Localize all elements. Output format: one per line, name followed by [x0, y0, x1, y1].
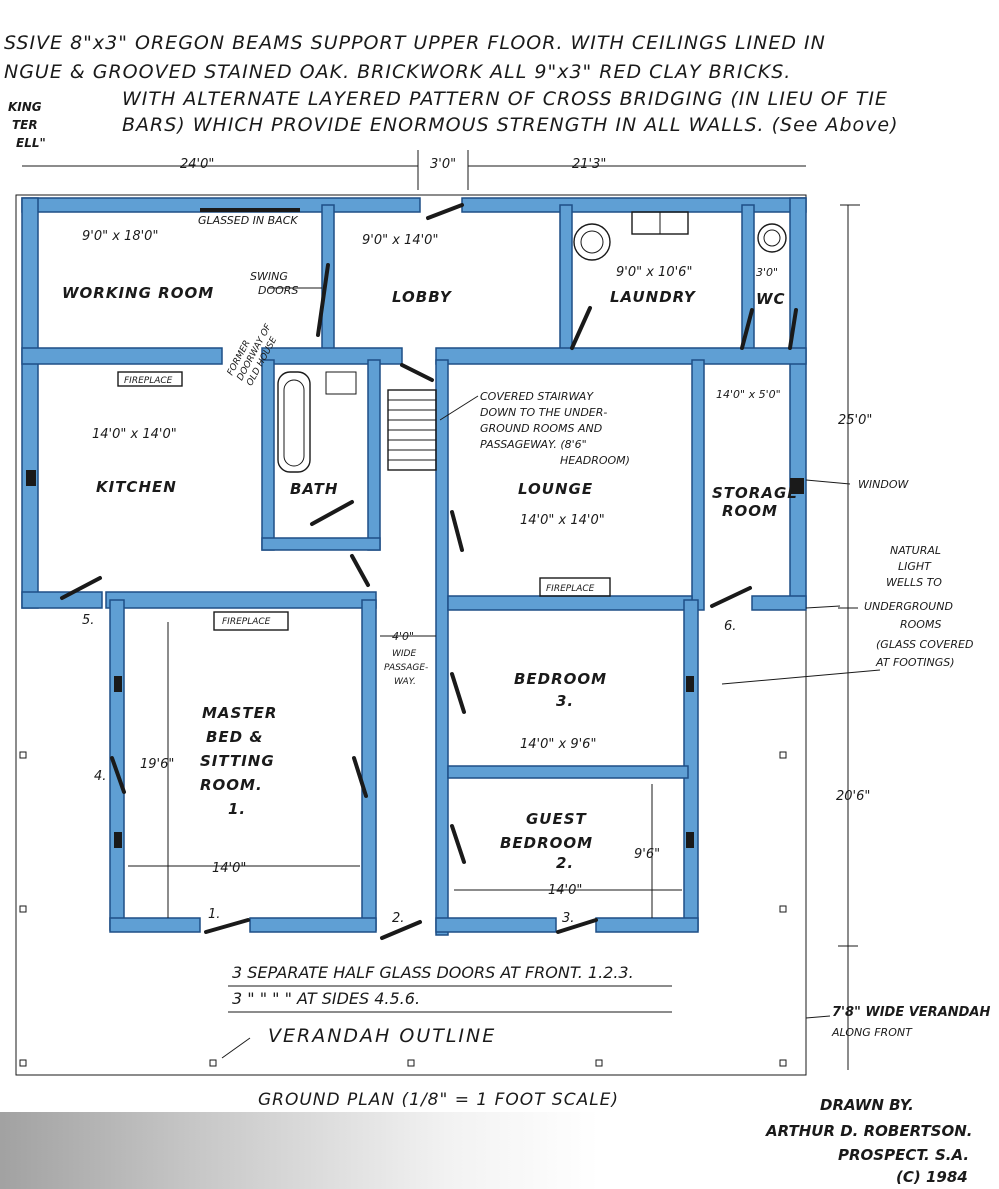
master-name-1: MASTER [202, 704, 277, 722]
passage-3: PASSAGE- [384, 663, 428, 673]
author-name: ARTHUR D. ROBERTSON. [766, 1122, 973, 1140]
stairway [387, 389, 479, 471]
drawn-by: DRAWN BY. [820, 1096, 914, 1114]
corner-note-1: KING [8, 100, 42, 114]
bedroom3-num: 3. [556, 692, 574, 710]
dim-guest-width: 14'0" [548, 883, 582, 898]
note-front-doors: 3 SEPARATE HALF GLASS DOORS AT FRONT. 1.… [232, 963, 634, 982]
light-wells-3: WELLS TO [886, 576, 942, 589]
passage-2: WIDE [392, 649, 416, 659]
swing-doors-2: DOORS [258, 284, 298, 297]
master-name-4: ROOM. [200, 776, 263, 794]
working-room-name: WORKING ROOM [62, 284, 214, 302]
windows [26, 208, 804, 848]
bedroom3-size: 14'0" x 9'6" [520, 737, 596, 752]
lounge-name: LOUNGE [518, 480, 593, 498]
guest-name-1: GUEST [526, 810, 588, 828]
passage-1: 4'0" [392, 630, 414, 643]
dimension-lines [22, 150, 860, 1070]
master-num: 1. [228, 800, 246, 818]
working-room-size: 9'0" x 18'0" [82, 229, 158, 244]
dim-master-width: 14'0" [212, 861, 246, 876]
along-front-label: ALONG FRONT [831, 1026, 913, 1039]
corner-note-2: TER [12, 118, 38, 132]
guest-name-2: BEDROOM [500, 834, 593, 852]
storage-name-2: ROOM [722, 502, 778, 520]
light-wells-7: AT FOOTINGS) [875, 656, 955, 669]
fireplace-boxes [117, 371, 611, 631]
verandah-outline-frame [15, 194, 807, 1076]
bedroom3-name: BEDROOM [514, 670, 607, 688]
header-line-3: WITH ALTERNATE LAYERED PATTERN OF CROSS … [122, 88, 888, 110]
guest-num: 2. [556, 854, 574, 872]
note-side-doors: 3 " " " " AT SIDES 4.5.6. [232, 989, 420, 1008]
master-name-2: BED & [206, 728, 263, 746]
master-fireplace-label: FIREPLACE [222, 617, 271, 627]
passage-4: WAY. [394, 677, 416, 687]
light-wells-6: (GLASS COVERED [876, 638, 973, 651]
scan-shadow [0, 1112, 999, 1189]
kitchen-name: KITCHEN [96, 478, 177, 496]
light-wells-1: NATURAL [890, 544, 941, 557]
copyright: (C) 1984 [896, 1168, 968, 1186]
wc-size: 3'0" [756, 266, 778, 279]
stairway-note-2: DOWN TO THE UNDER- [480, 406, 607, 419]
header-line-4: BARS) WHICH PROVIDE ENORMOUS STRENGTH IN… [122, 114, 899, 136]
door-number-2: 2. [392, 911, 404, 926]
light-wells-5: ROOMS [900, 618, 941, 631]
dim-right-lower: 20'6" [836, 789, 870, 804]
dim-top-right: 21'3" [572, 157, 606, 172]
lounge-size: 14'0" x 14'0" [520, 513, 605, 528]
author-place: PROSPECT. S.A. [838, 1146, 970, 1164]
dim-guest-height: 9'6" [634, 847, 660, 862]
light-wells-2: LIGHT [898, 560, 932, 573]
swing-doors-1: SWING [250, 270, 288, 283]
dim-master-height: 19'6" [140, 757, 174, 772]
pointer-arrows [221, 287, 881, 1059]
window-label: WINDOW [858, 478, 909, 491]
walls [21, 197, 807, 936]
wc-name: WC [756, 290, 786, 308]
storage-size: 14'0" x 5'0" [716, 388, 781, 401]
door-number-1: 1. [208, 907, 220, 922]
door-number-6: 6. [724, 619, 736, 634]
dim-top-left: 24'0" [180, 157, 214, 172]
door-number-3: 3. [562, 911, 574, 926]
door-number-4: 4. [94, 769, 106, 784]
kitchen-size: 14'0" x 14'0" [92, 427, 177, 442]
corner-note-3: ELL" [16, 136, 46, 150]
light-wells-4: UNDERGROUND [864, 600, 953, 613]
laundry-name: LAUNDRY [610, 288, 697, 306]
lobby-size: 9'0" x 14'0" [362, 233, 438, 248]
verandah-posts [19, 751, 787, 1067]
stairway-note-4: PASSAGEWAY. (8'6" [480, 438, 587, 451]
stairway-note-5: HEADROOM) [560, 454, 630, 467]
glassed-label: GLASSED IN BACK [198, 214, 298, 227]
stairway-note-3: GROUND ROOMS AND [480, 422, 602, 435]
header-line-1: SSIVE 8"x3" OREGON BEAMS SUPPORT UPPER F… [4, 32, 826, 54]
header-line-2: NGUE & GROOVED STAINED OAK. BRICKWORK AL… [4, 61, 792, 83]
stairway-note-1: COVERED STAIRWAY [480, 390, 594, 403]
fixtures [277, 211, 787, 473]
storage-name: STORAGE [712, 484, 799, 502]
verandah-width-label: 7'8" WIDE VERANDAH [832, 1005, 990, 1020]
scale-caption: GROUND PLAN (1/8" = 1 FOOT SCALE) [258, 1090, 620, 1110]
doors [60, 203, 798, 940]
bath-name: BATH [290, 480, 338, 498]
door-number-5: 5. [82, 613, 94, 628]
verandah-outline-label: VERANDAH OUTLINE [268, 1025, 496, 1047]
dim-top-mid: 3'0" [430, 157, 456, 172]
kitchen-fireplace-label: FIREPLACE [124, 376, 173, 386]
lobby-name: LOBBY [392, 288, 453, 306]
dim-right-upper: 25'0" [838, 413, 872, 428]
lounge-fireplace-label: FIREPLACE [546, 584, 595, 594]
master-name-3: SITTING [200, 752, 275, 770]
laundry-size: 9'0" x 10'6" [616, 265, 692, 280]
